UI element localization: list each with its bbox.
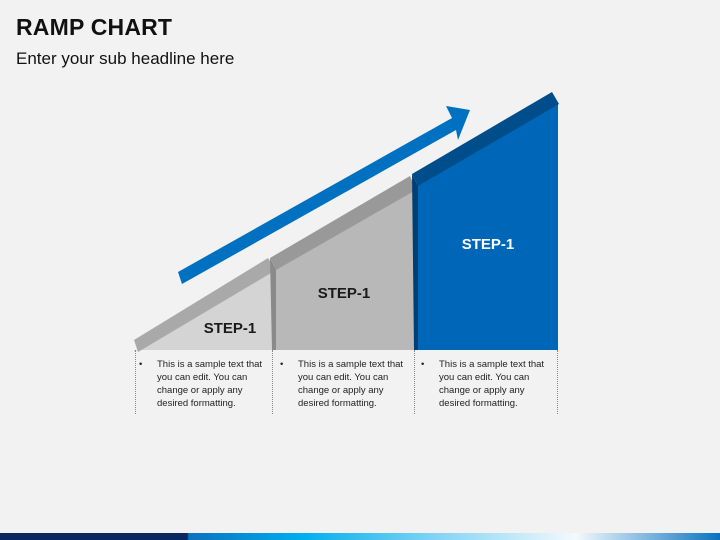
bullet-icon: • [280, 359, 284, 370]
step-1-shape [134, 258, 276, 352]
column-divider [135, 350, 136, 414]
page-title: RAMP CHART [16, 14, 173, 40]
step-1-description-text: This is a sample text that you can edit.… [157, 359, 263, 409]
column-divider [272, 350, 273, 414]
column-divider [557, 350, 558, 414]
step-2-description: • This is a sample text that you can edi… [280, 358, 416, 410]
step-2-label: STEP-1 [317, 285, 371, 302]
trend-arrow-icon [178, 106, 470, 284]
footer-gradient-bar [0, 533, 720, 540]
step-2-shape [270, 176, 416, 350]
step-3-description-text: This is a sample text that you can edit.… [439, 359, 545, 409]
step-2-description-text: This is a sample text that you can edit.… [298, 359, 404, 409]
step-3-label: STEP-1 [461, 236, 515, 253]
step-3-description: • This is a sample text that you can edi… [421, 358, 557, 410]
bullet-icon: • [139, 359, 143, 370]
step-1-description: • This is a sample text that you can edi… [139, 358, 275, 410]
column-divider [414, 350, 415, 414]
step-3-shape [412, 92, 559, 350]
step-1-label: STEP-1 [203, 320, 257, 337]
page-subtitle: Enter your sub headline here [16, 49, 235, 68]
bullet-icon: • [421, 359, 425, 370]
